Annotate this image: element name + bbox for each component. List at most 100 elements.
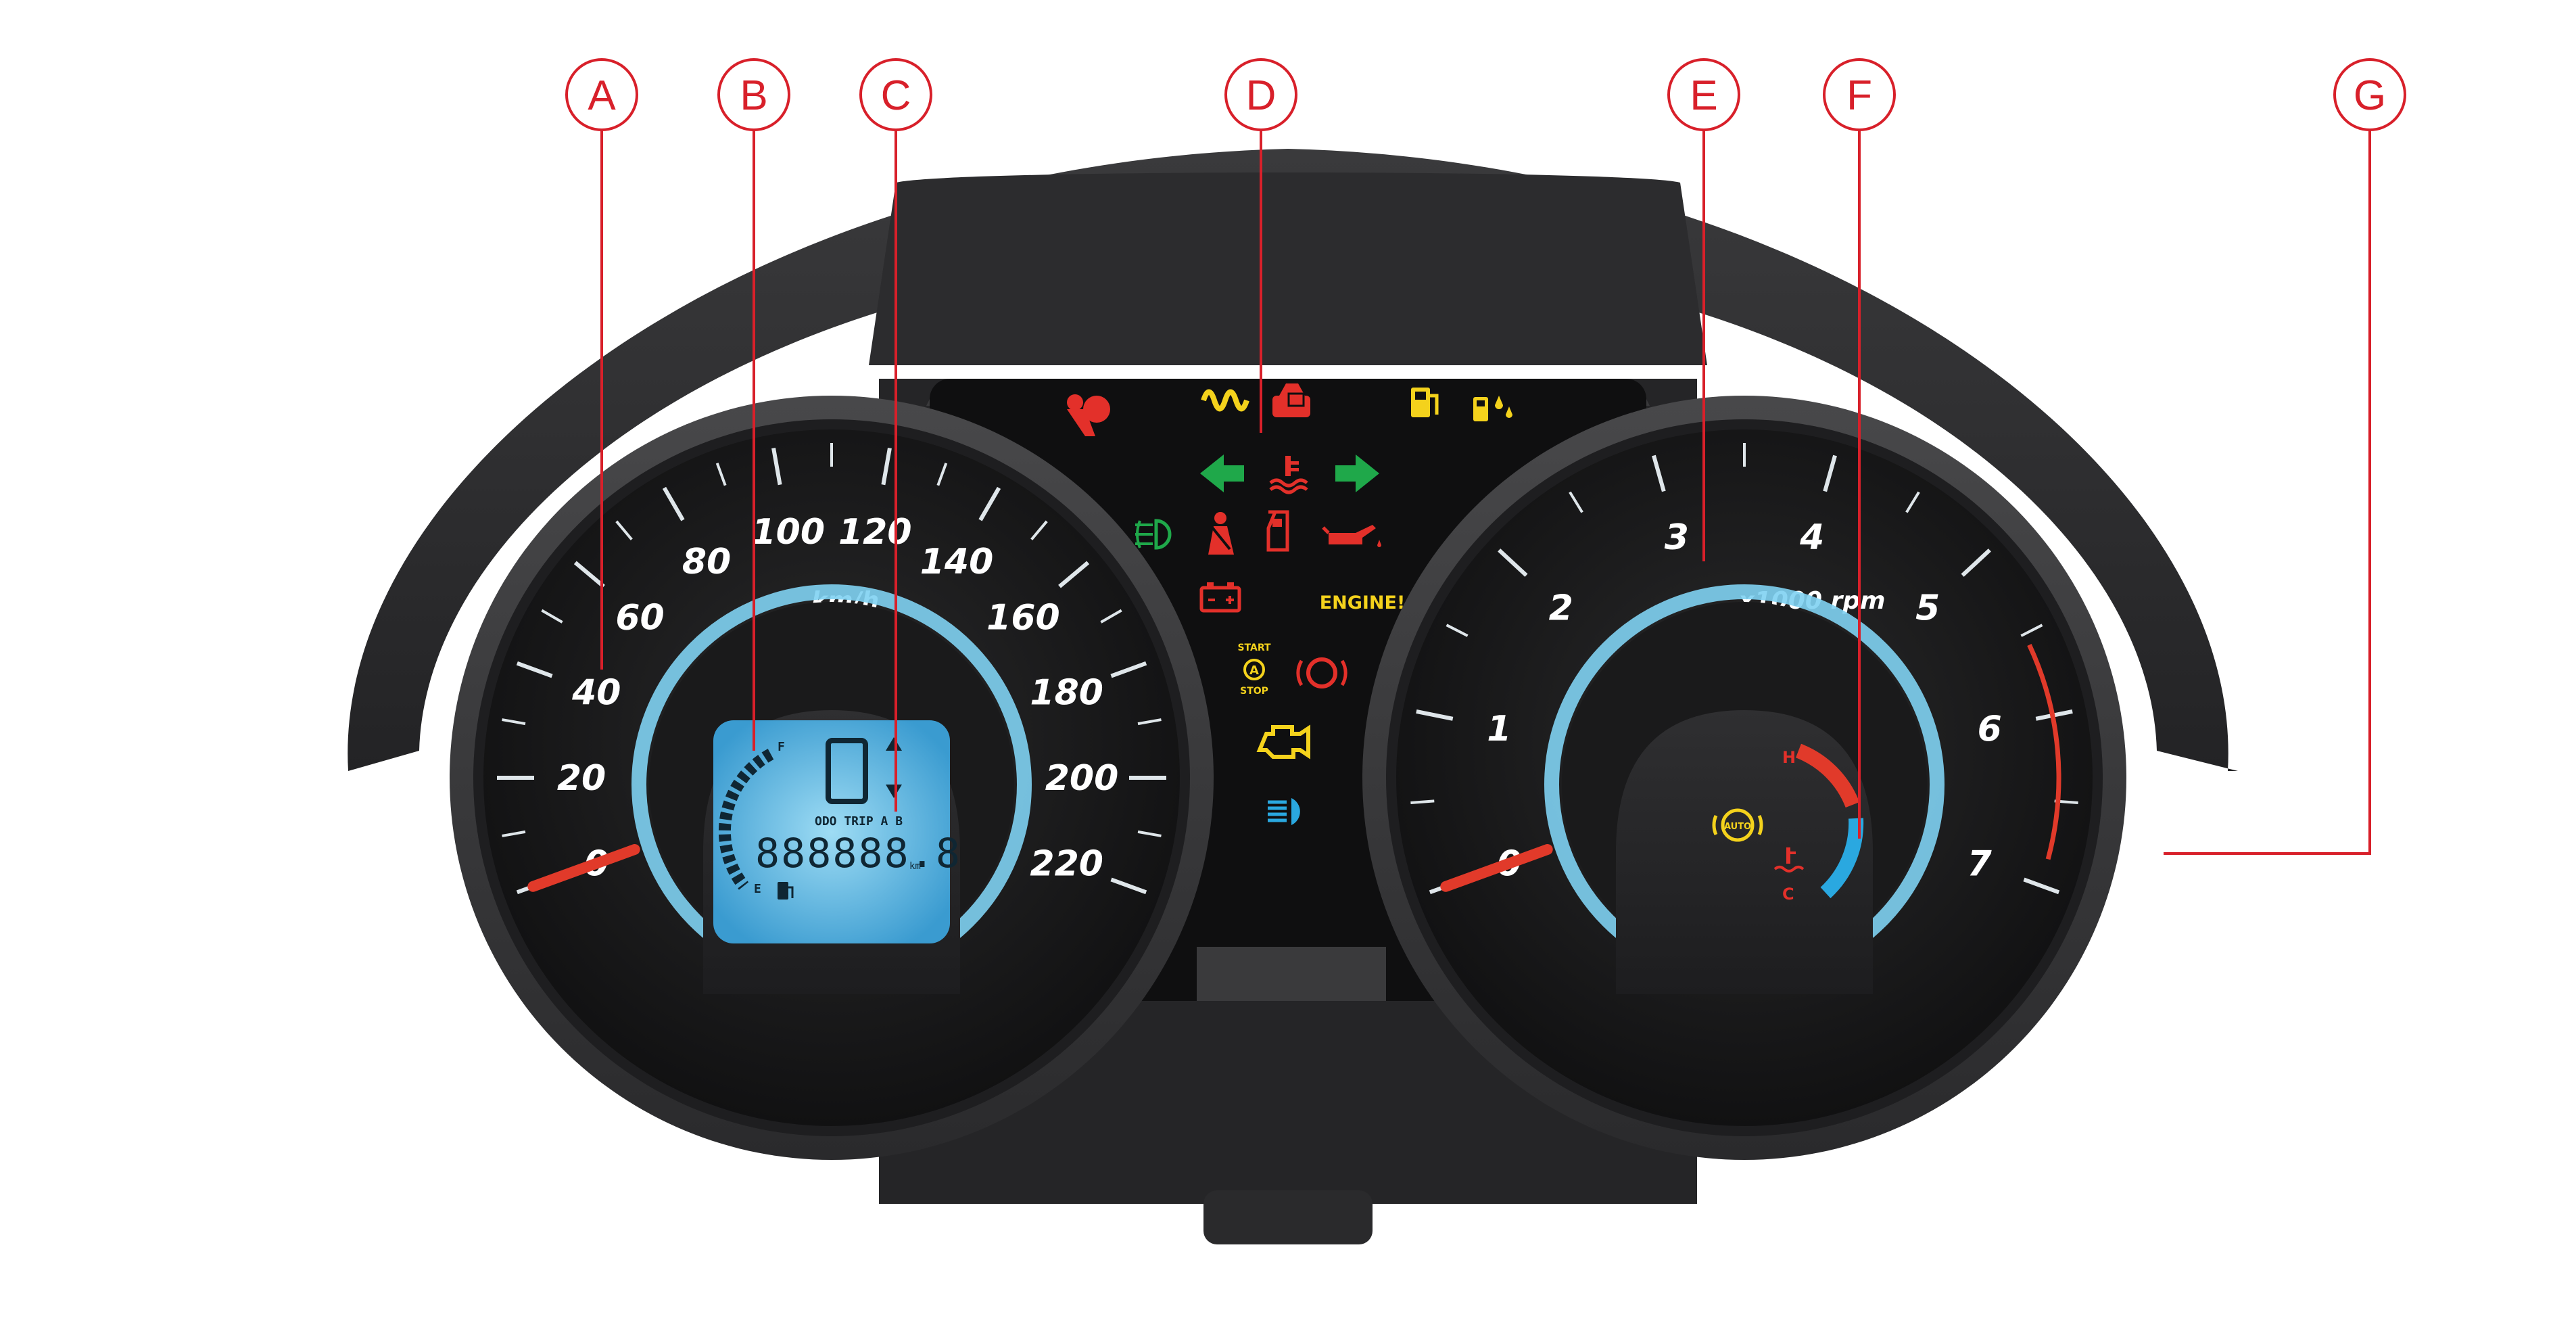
coolant-temp-icon — [1773, 847, 1805, 872]
tacho-tick-label: 1 — [1487, 709, 1511, 749]
speedo-tick-label: 40 — [571, 673, 621, 714]
callout-letter: B — [740, 72, 767, 119]
callout-letter: E — [1690, 72, 1717, 119]
speedo-tick-label: 140 — [920, 542, 994, 582]
callout-d: D — [1224, 58, 1297, 433]
fuel-empty-label: E — [754, 882, 761, 896]
speedo-minor-tick — [715, 463, 727, 486]
brake-system-warning-icon — [1296, 657, 1347, 688]
speedo-tick-label: 20 — [557, 758, 606, 799]
speedo-minor-tick — [1137, 718, 1162, 726]
low-fuel-icon — [1411, 388, 1439, 417]
tacho-minor-tick — [1410, 799, 1435, 804]
front-fog-lamp-icon — [1135, 519, 1172, 550]
speedo-tick-label: 100 — [751, 512, 825, 553]
tacho-minor-tick — [2020, 624, 2043, 637]
callout-c: C — [859, 58, 932, 812]
speedo-needle — [527, 844, 640, 892]
callout-a: A — [565, 58, 638, 670]
speedo-major-tick — [1058, 561, 1090, 588]
tacho-tick-label: 3 — [1665, 517, 1689, 558]
temp-hot-label: H — [1782, 748, 1796, 767]
fuel-full-label: F — [778, 740, 785, 754]
left-turn-indicator-icon — [1200, 454, 1244, 492]
speedo-tick-label: 160 — [986, 597, 1060, 638]
speedo-major-tick — [978, 486, 1001, 521]
battery-charge-warning-icon — [1199, 582, 1241, 613]
speedo-major-tick — [1110, 661, 1147, 678]
speedo-major-tick — [771, 447, 782, 486]
tacho-needle — [1440, 844, 1553, 892]
tacho-major-tick — [2023, 877, 2060, 895]
callout-letter: G — [2354, 72, 2386, 119]
callout-leader-line — [2164, 130, 2371, 855]
callout-b: B — [717, 58, 790, 751]
speedo-major-tick — [662, 486, 685, 521]
speedo-tick-label: 60 — [615, 597, 664, 638]
callout-letter: F — [1846, 72, 1872, 119]
callout-f: F — [1823, 58, 1896, 839]
speedo-minor-tick — [1137, 830, 1162, 837]
water-in-fuel-icon — [1473, 396, 1512, 421]
tacho-tick-label: 5 — [1915, 588, 1940, 629]
immobilizer-icon — [1272, 383, 1310, 417]
tacho-major-tick — [1652, 454, 1666, 492]
callout-letter: D — [1246, 72, 1277, 119]
start-stop-indicator-icon: START A STOP — [1237, 643, 1271, 697]
speedo-major-tick — [516, 661, 553, 678]
callout-letter: C — [881, 72, 911, 119]
seatbelt-warning-icon — [1208, 512, 1234, 555]
speedo-tick-label: 220 — [1030, 844, 1103, 885]
speedo-tick-label: 180 — [1030, 673, 1103, 714]
tacho-hub — [1616, 710, 1873, 994]
tacho-minor-tick — [1446, 624, 1469, 637]
speedo-minor-tick — [541, 609, 563, 624]
callout-labels: A B C D E F G — [565, 58, 2406, 855]
gear-arrows-icon — [886, 737, 902, 798]
lcd-odometer: 888888.8 — [755, 830, 961, 877]
fuel-level-arc — [718, 749, 774, 890]
speedo-minor-tick — [502, 718, 526, 726]
tacho-tick-label: 6 — [1978, 709, 2002, 749]
gear-segment-display — [826, 738, 868, 804]
tacho-major-tick — [1416, 709, 1454, 721]
callout-letter: A — [588, 72, 616, 119]
temp-hot-zone-arc — [1795, 743, 1860, 808]
temp-cold-label: C — [1782, 885, 1794, 904]
coolant-temp-warning-icon — [1269, 456, 1308, 494]
glow-plug-icon — [1201, 389, 1249, 412]
airbag-warning-icon — [1067, 394, 1110, 436]
lcd-unit: km — [909, 861, 921, 872]
tacho-major-tick — [1961, 548, 1991, 577]
svg-text:STOP: STOP — [1240, 686, 1268, 697]
speedo-major-tick — [573, 561, 605, 588]
tacho-major-tick — [1823, 454, 1837, 492]
tacho-tick-label: 2 — [1549, 588, 1573, 629]
speedo-tick-label: 200 — [1045, 758, 1119, 799]
tacho-minor-tick — [1905, 491, 1920, 513]
lcd-mode: ODO TRIP A B — [815, 814, 903, 828]
callout-g: G — [2164, 58, 2406, 855]
high-beam-indicator-icon — [1268, 798, 1300, 825]
speedo-minor-tick — [1100, 609, 1122, 624]
fuel-pump-icon — [778, 882, 794, 900]
oil-pressure-warning-icon — [1322, 525, 1381, 547]
engine-warning-text: ENGINE! — [1320, 592, 1406, 613]
temp-level-arc — [1820, 818, 1864, 899]
callout-e: E — [1667, 58, 1740, 561]
lcd-display: B ODO TRIP A B 888888.8 km F E — [713, 720, 961, 943]
tachometer: 01234567x1000 rpm — [1362, 396, 2126, 1160]
speedo-tick-label: 120 — [838, 512, 912, 553]
auto-hold-indicator-icon: AUTO — [1712, 808, 1763, 842]
svg-text:START: START — [1237, 643, 1271, 653]
speedo-major-tick — [881, 447, 892, 486]
speedo-major-tick — [1110, 877, 1147, 895]
speedo-minor-tick — [615, 520, 633, 540]
check-engine-icon — [1256, 724, 1310, 760]
tacho-minor-tick — [1569, 491, 1583, 513]
temperature-gauge: H C AUTO — [1712, 743, 1864, 904]
svg-text:A: A — [1249, 663, 1259, 678]
tacho-tick-label: 7 — [1967, 844, 1993, 885]
right-turn-indicator-icon — [1335, 454, 1379, 492]
speedo-minor-tick — [502, 830, 526, 837]
